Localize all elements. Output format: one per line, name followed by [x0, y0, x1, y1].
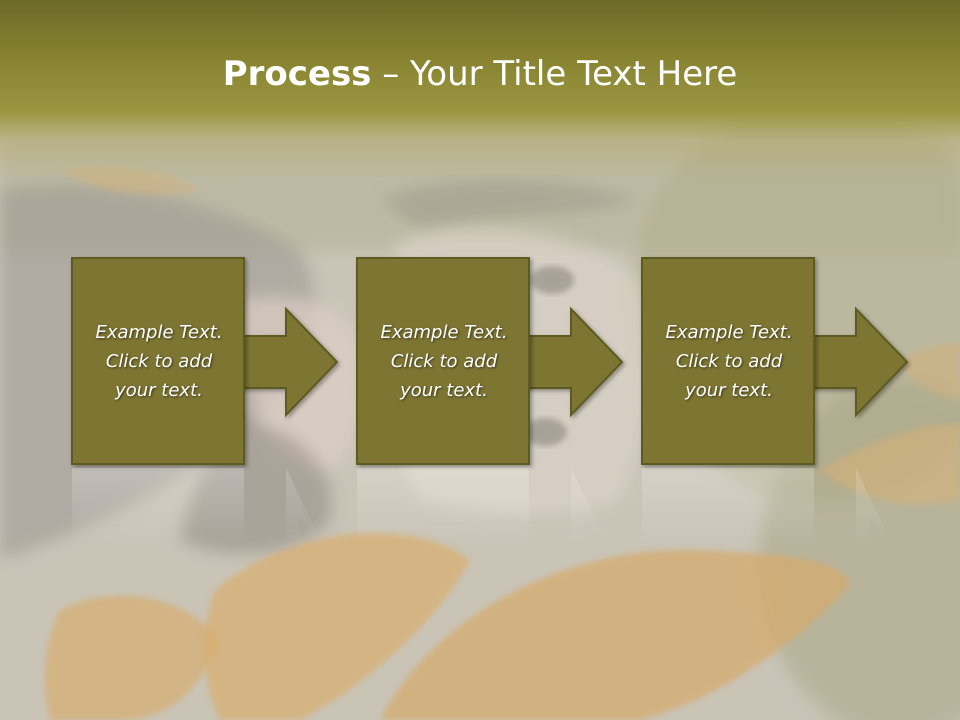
- step-box-1[interactable]: [71, 257, 245, 465]
- arrow-right-icon: [524, 306, 624, 418]
- reflection: [72, 468, 890, 548]
- step-text-line: Example Text.: [95, 321, 223, 343]
- title-bold: Process: [222, 54, 372, 94]
- step-text-line: your text.: [115, 379, 203, 401]
- slide-title: Process – Your Title Text Here: [0, 52, 960, 96]
- step-text-line: your text.: [400, 379, 488, 401]
- step-text-line: Example Text.: [380, 321, 508, 343]
- step-text-line: Click to add: [675, 350, 783, 372]
- step-text-3[interactable]: Example Text. Click to add your text.: [642, 258, 816, 464]
- step-text-2[interactable]: Example Text. Click to add your text.: [357, 258, 531, 464]
- step-text-line: Click to add: [390, 350, 498, 372]
- step-box-2[interactable]: [356, 257, 530, 465]
- step-text-line: your text.: [685, 379, 773, 401]
- step-text-1[interactable]: Example Text. Click to add your text.: [72, 258, 246, 464]
- step-text-line: Example Text.: [665, 321, 793, 343]
- title-rest: – Your Title Text Here: [371, 54, 738, 94]
- arrow-right-icon: [239, 306, 339, 418]
- step-box-3[interactable]: [641, 257, 815, 465]
- step-text-line: Click to add: [105, 350, 213, 372]
- title-band: [0, 0, 960, 180]
- arrow-right-icon: [809, 306, 909, 418]
